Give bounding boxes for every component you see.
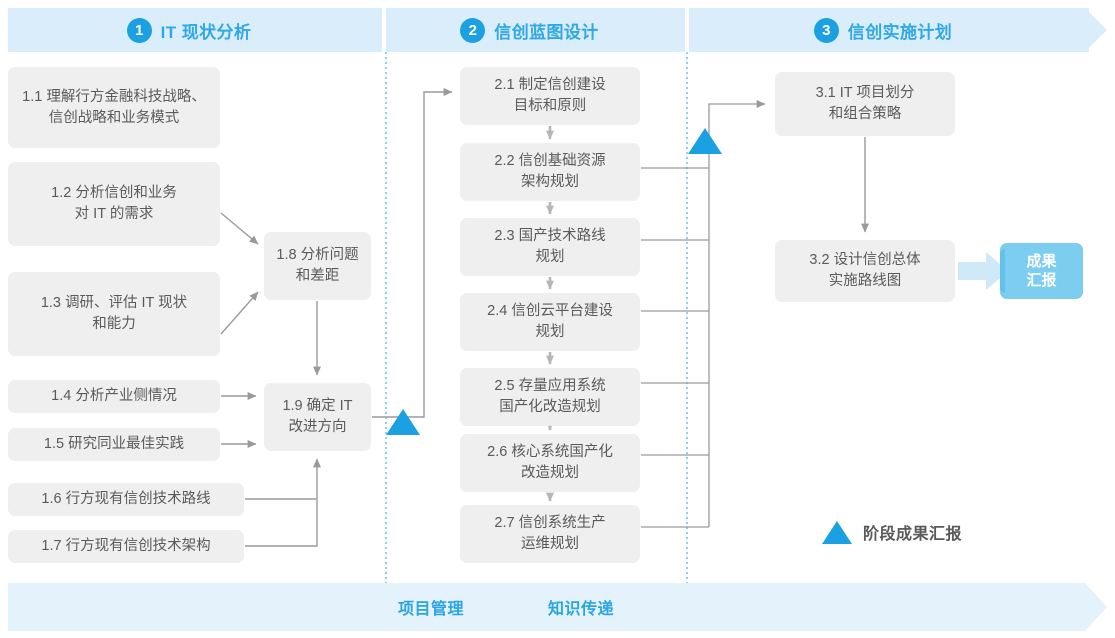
- node-2-7[interactable]: 2.7 信创系统生产 运维规划: [460, 505, 640, 563]
- phase-number-3: 3: [813, 17, 839, 43]
- node-2-6[interactable]: 2.6 核心系统国产化 改造规划: [460, 434, 640, 492]
- node-2-3[interactable]: 2.3 国产技术路线 规划: [460, 218, 640, 276]
- result-badge[interactable]: 成果 汇报: [1000, 243, 1083, 299]
- node-1-4[interactable]: 1.4 分析产业侧情况: [8, 380, 220, 413]
- legend: 阶段成果汇报: [822, 520, 962, 544]
- node-1-8[interactable]: 1.8 分析问题 和差距: [264, 232, 371, 300]
- node-1-9[interactable]: 1.9 确定 IT 改进方向: [264, 383, 371, 451]
- bottom-label-knowledge-transfer[interactable]: 知识传递: [548, 601, 615, 618]
- node-3-2[interactable]: 3.2 设计信创总体 实施路线图: [775, 240, 955, 302]
- stage-milestone-marker-2: [688, 128, 722, 154]
- phase-number-1: 1: [126, 17, 152, 43]
- node-2-5[interactable]: 2.5 存量应用系统 国产化改造规划: [460, 368, 640, 426]
- node-3-1[interactable]: 3.1 IT 项目划分 和组合策略: [775, 72, 955, 136]
- phase-header-1[interactable]: 1 IT 现状分析: [8, 8, 382, 52]
- bottom-track-labels: 项目管理 知识传递: [398, 583, 614, 631]
- node-2-2[interactable]: 2.2 信创基础资源 架构规划: [460, 143, 640, 201]
- legend-label: 阶段成果汇报: [863, 526, 963, 543]
- node-1-6[interactable]: 1.6 行方现有信创技术路线: [8, 483, 244, 516]
- node-1-3[interactable]: 1.3 调研、评估 IT 现状 和能力: [8, 272, 220, 356]
- phase-number-2: 2: [460, 17, 486, 43]
- node-2-4[interactable]: 2.4 信创云平台建设 规划: [460, 293, 640, 351]
- phase-title-1: IT 现状分析: [160, 22, 252, 42]
- stage-milestone-marker-1: [386, 409, 420, 435]
- phase-title-2: 信创蓝图设计: [494, 22, 599, 42]
- phase-header-2[interactable]: 2 信创蓝图设计: [386, 8, 685, 52]
- bottom-label-project-management[interactable]: 项目管理: [398, 601, 465, 618]
- node-1-2[interactable]: 1.2 分析信创和业务 对 IT 的需求: [8, 162, 220, 246]
- phase-title-3: 信创实施计划: [847, 22, 953, 42]
- triangle-up-icon: [822, 520, 852, 544]
- node-2-1[interactable]: 2.1 制定信创建设 目标和原则: [460, 67, 640, 125]
- node-1-7[interactable]: 1.7 行方现有信创技术架构: [8, 530, 244, 563]
- node-1-5[interactable]: 1.5 研究同业最佳实践: [8, 428, 220, 461]
- phase-header-3[interactable]: 3 信创实施计划: [689, 8, 1089, 52]
- node-1-1[interactable]: 1.1 理解行方金融科技战略、 信创战略和业务模式: [8, 67, 220, 148]
